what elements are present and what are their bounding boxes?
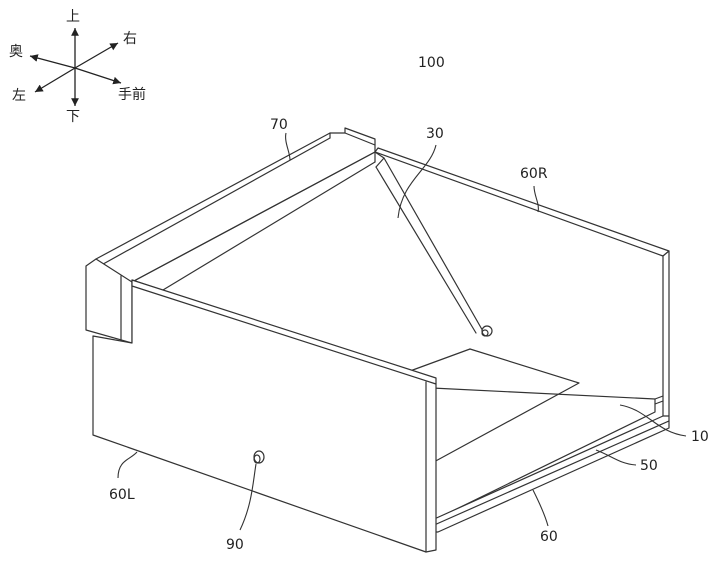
figure-number: 100 — [418, 55, 445, 71]
label-back: 奥 — [9, 43, 23, 60]
label-60l: 60L — [109, 487, 135, 503]
label-left: 左 — [12, 88, 26, 104]
left-side-wall — [92, 279, 437, 553]
label-right: 右 — [123, 31, 137, 47]
knob-90 — [253, 450, 265, 464]
arrow-left — [34, 67, 76, 93]
arrow-front — [74, 67, 122, 85]
arrow-back — [29, 54, 76, 69]
label-50: 50 — [640, 458, 658, 474]
label-60r: 60R — [520, 166, 548, 182]
right-side-wall — [374, 147, 670, 422]
label-down: 下 — [66, 109, 80, 125]
label-30: 30 — [426, 126, 444, 142]
label-up: 上 — [66, 9, 80, 25]
top-frame-70 — [85, 127, 376, 344]
base-plate-10 — [431, 348, 580, 464]
label-10: 10 — [691, 429, 709, 445]
label-60: 60 — [540, 529, 558, 545]
direction-compass: 上 下 奥 手前 左 右 — [9, 9, 146, 125]
label-90: 90 — [226, 537, 244, 553]
label-front: 手前 — [118, 86, 146, 103]
light-30 — [374, 151, 493, 337]
arrow-right — [74, 42, 119, 69]
leader-lines — [117, 132, 687, 531]
label-70: 70 — [270, 117, 288, 133]
inner-floor — [431, 387, 656, 522]
